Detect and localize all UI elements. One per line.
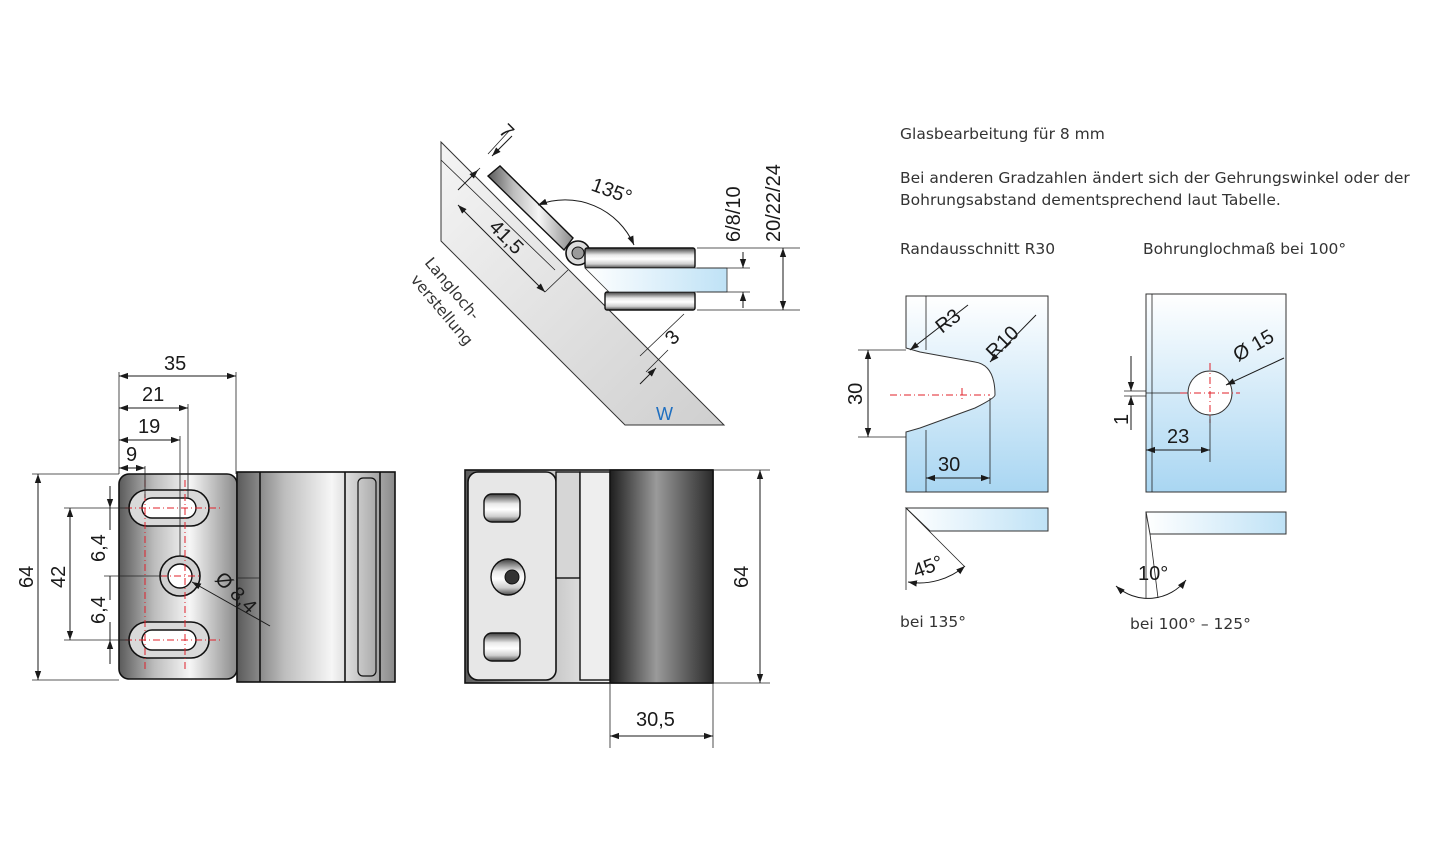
dim-6-4-bottom: 6,4 <box>88 596 110 624</box>
glass-panel <box>584 267 728 293</box>
clamp-top <box>584 247 696 269</box>
cutout-dim-30-h: 30 <box>938 454 960 476</box>
dim-64-back: 64 <box>731 566 753 588</box>
bore-title: Bohrunglochmaß bei 100° <box>1143 240 1346 258</box>
thickness-large: 20/22/24 <box>763 164 785 242</box>
front-view: 35 21 19 9 64 42 6,4 6,4 Ø 8,4 <box>16 353 396 683</box>
bore-dim-23: 23 <box>1167 426 1189 448</box>
cutout-glass <box>905 295 1049 493</box>
dim-7: 7 <box>494 120 517 143</box>
cutout-caption: bei 135° <box>900 613 966 631</box>
clamp-bottom <box>604 291 696 311</box>
top-view: 7 41,5 3 135° 6/8/10 20/22/24 Langloch- … <box>407 120 800 426</box>
thickness-small: 6/8/10 <box>723 186 745 242</box>
cutout-edge-profile <box>904 507 1049 532</box>
bore-dim-1: 1 <box>1111 414 1133 425</box>
bore-angle: 10° <box>1138 563 1168 585</box>
cutout-detail: Randausschnitt R30 30 30 R3 R10 45° bei … <box>845 240 1055 631</box>
cutout-angle: 45° <box>910 552 946 583</box>
hinge-body <box>236 471 396 683</box>
cutout-dim-30-v: 30 <box>845 383 867 405</box>
glass-processing-note: Glasbearbeitung für 8 mm <box>900 125 1105 143</box>
dim-6-4-top: 6,4 <box>88 534 110 562</box>
bore-detail: Bohrunglochmaß bei 100° 1 23 Ø 15 10° be… <box>1111 240 1346 633</box>
wall-label: W <box>656 404 673 424</box>
angle-note-line-1: Bei anderen Gradzahlen ändert sich der G… <box>900 169 1410 187</box>
dim-64-front: 64 <box>16 566 38 588</box>
back-view: 64 30,5 <box>464 469 770 748</box>
angle-note-line-2: Bohrungsabstand dementsprechend laut Tab… <box>900 191 1281 209</box>
dim-21: 21 <box>142 384 164 406</box>
bore-caption: bei 100° – 125° <box>1130 615 1251 633</box>
dim-30-5: 30,5 <box>636 709 675 731</box>
dim-9: 9 <box>126 444 137 466</box>
dim-19: 19 <box>138 416 160 438</box>
dim-35: 35 <box>164 353 186 375</box>
cutout-title: Randausschnitt R30 <box>900 240 1055 258</box>
dim-42: 42 <box>48 566 70 588</box>
angle-135: 135° <box>588 174 634 209</box>
dim-3: 3 <box>661 326 684 349</box>
notes: Glasbearbeitung für 8 mm Bei anderen Gra… <box>900 125 1410 209</box>
bore-edge-profile <box>1145 511 1287 535</box>
